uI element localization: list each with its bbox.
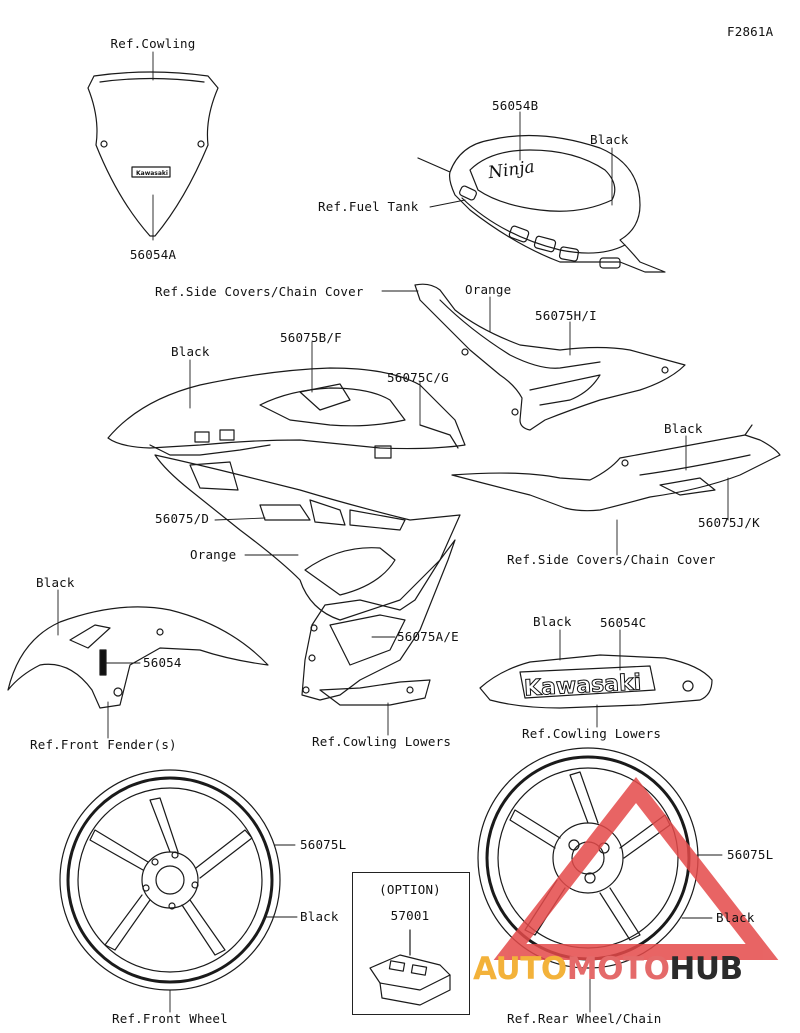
label-ref-fuel-tank: Ref.Fuel Tank — [318, 199, 419, 214]
label-56054C: 56054C — [600, 615, 647, 630]
label-56075L-front: 56075L — [300, 837, 347, 852]
label-orange-top: Orange — [465, 282, 512, 297]
label-black-side: Black — [664, 421, 703, 436]
label-56075L-rear: 56075L — [727, 847, 774, 862]
option-box — [352, 872, 470, 1015]
label-ref-rear-wheel: Ref.Rear Wheel/Chain — [507, 1011, 662, 1026]
label-ref-cowling-lowers-right: Ref.Cowling Lowers — [522, 726, 662, 741]
label-black-rear-wheel: Black — [716, 910, 755, 925]
windscreen-drawing — [87, 71, 219, 237]
label-black-front-wheel: Black — [300, 909, 339, 924]
kawasaki-screen-decal: Kawasaki — [136, 170, 168, 177]
label-56054A: 56054A — [129, 247, 177, 262]
option-clip-drawing — [369, 929, 451, 1006]
label-ref-front-fenders: Ref.Front Fender(s) — [30, 737, 177, 752]
label-56075BF: 56075B/F — [280, 330, 342, 345]
label-56054: 56054 — [143, 655, 182, 670]
label-56054B: 56054B — [492, 98, 539, 113]
label-ref-cowling-lowers-left: Ref.Cowling Lowers — [312, 734, 452, 749]
label-56075HI: 56075H/I — [535, 308, 597, 323]
label-option: (OPTION) — [379, 882, 441, 897]
label-ref-front-wheel: Ref.Front Wheel — [112, 1011, 228, 1026]
middle-fairing-drawing — [154, 454, 461, 621]
label-black-cowl: Black — [171, 344, 210, 359]
watermark-text: AUTOMOTOHUB — [473, 952, 743, 986]
side-cover-lower-drawing — [451, 424, 781, 512]
label-ref-side-covers-bottom: Ref.Side Covers/Chain Cover — [507, 552, 716, 567]
lower-fairing-drawing — [301, 539, 456, 706]
label-56075JK: 56075J/K — [698, 515, 760, 530]
label-56075D: 56075/D — [155, 511, 210, 526]
cowling-lower-right-drawing — [479, 654, 713, 709]
leader-lines — [57, 51, 729, 1013]
label-56075AE: 56075A/E — [397, 629, 459, 644]
watermark-auto: AUTO — [473, 951, 567, 987]
watermark-hub: HUB — [669, 951, 743, 987]
front-wheel-drawing — [59, 769, 281, 991]
figure-code: F2861A — [727, 24, 774, 39]
kawasaki-lower-decal: Kawasaki — [523, 670, 641, 701]
watermark-logo-shape — [493, 776, 779, 960]
label-black-tank: Black — [590, 132, 629, 147]
label-black-fender: Black — [36, 575, 75, 590]
front-fender-drawing — [7, 606, 269, 709]
tail-cover-upper-drawing — [414, 283, 686, 431]
label-57001: 57001 — [390, 908, 430, 923]
label-black-lower: Black — [533, 614, 572, 629]
ninja-decal: Ninja — [486, 157, 536, 183]
watermark-moto: MOTO — [566, 951, 670, 987]
label-ref-cowling: Ref.Cowling — [110, 36, 196, 51]
label-ref-side-covers-top: Ref.Side Covers/Chain Cover — [155, 284, 364, 299]
label-56075CG: 56075C/G — [387, 370, 449, 385]
fuel-tank-drawing — [417, 134, 666, 273]
label-orange-mid: Orange — [190, 547, 237, 562]
